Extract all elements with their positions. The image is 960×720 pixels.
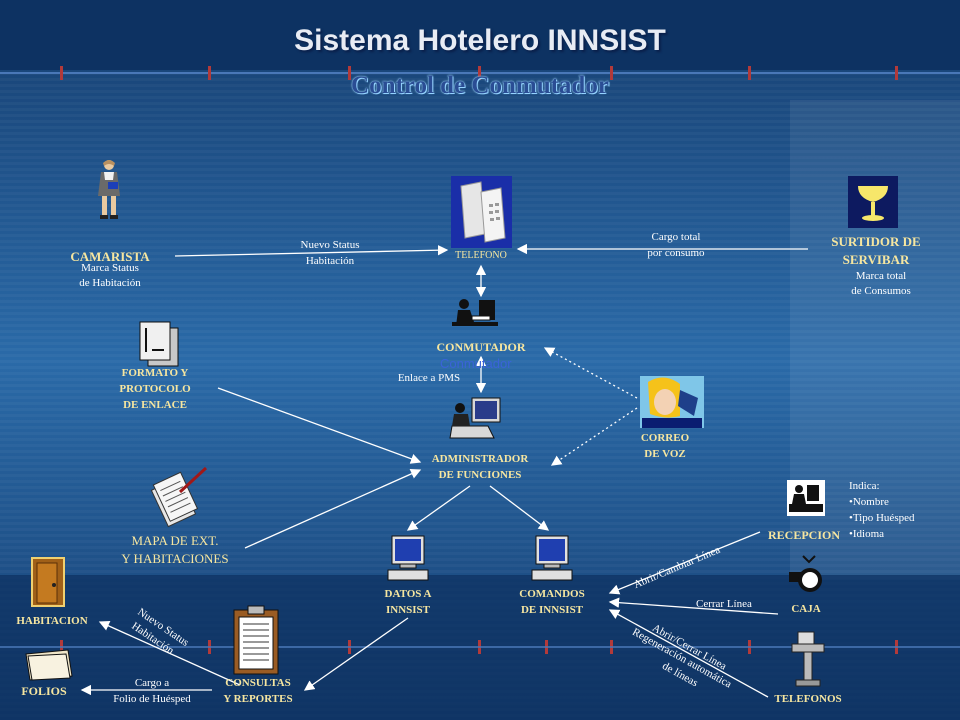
habitacion-label: HABITACION [16, 615, 88, 627]
woman-on-phone-icon [640, 376, 704, 428]
indica-item: •Tipo Huésped [849, 511, 915, 524]
indica-box: Indica: •Nombre •Tipo Huésped •Idioma [849, 479, 914, 543]
desk-phone-icon [791, 631, 825, 687]
formato-label-1: FORMATO Y [121, 367, 189, 379]
edge-label-nuevo-status-1: Nuevo Status [300, 239, 360, 251]
formato-label-3: DE ENLACE [123, 399, 187, 411]
telephone-icon [451, 176, 512, 248]
correo-label-2: DE VOZ [644, 448, 686, 460]
surtidor-label-2: SERVIBAR [842, 252, 910, 267]
consultas-label-2: Y REPORTES [223, 693, 293, 705]
comandos-label-1: COMANDOS [519, 588, 585, 600]
edge-label-cargo-total-2: por consumo [647, 247, 705, 259]
papers-pen-icon [150, 466, 208, 528]
edge-administrador-datos [406, 485, 471, 531]
administrador-label-1: ADMINISTRADOR [431, 453, 529, 465]
camarista-label: CAMARISTA [70, 249, 150, 264]
indica-item: •Idioma [849, 527, 885, 540]
recepcion-label: RECEPCION [767, 528, 840, 542]
caja-label: CAJA [791, 603, 821, 615]
surtidor-sub2: de Consumos [851, 285, 911, 297]
computer-icon [531, 535, 573, 581]
edge-label-cerrar-linea: Cerrar Línea [696, 598, 752, 610]
edge-datos-consultas [303, 617, 409, 691]
computer-user-icon [449, 397, 501, 439]
datos-label-2: INNSIST [385, 604, 431, 616]
mapa-label-1: MAPA DE EXT. [131, 533, 219, 548]
telefonos-label: TELEFONOS [774, 693, 842, 705]
edge-caja-comandos [608, 597, 779, 615]
conmutador-overlay-text: Conmutador [440, 356, 512, 371]
camarista-sub1: Marca Status [81, 262, 139, 274]
reception-desk-icon [787, 480, 825, 516]
clipboard-icon [233, 605, 279, 675]
surtidor-sub1: Marca total [855, 270, 907, 282]
indica-title: Indica: [849, 480, 880, 492]
edge-formato-administrador [217, 387, 422, 464]
correo-label-1: CORREO [640, 432, 690, 444]
telefono-label: TELEFONO [455, 250, 507, 261]
conmutador-label: CONMUTADOR [436, 340, 526, 354]
page-title: Sistema Hotelero INNSIST [294, 24, 666, 57]
edge-correo-administrador [550, 407, 638, 466]
documents-icon [139, 321, 179, 367]
edge-label-enlace-pms: Enlace a PMS [397, 372, 461, 384]
indica-item: •Nombre [849, 495, 889, 508]
computer-icon [387, 535, 429, 581]
edge-label-cargo-folio-2: Folio de Huésped [113, 693, 191, 705]
mapa-label-2: Y HABITACIONES [121, 551, 229, 566]
folder-icon [25, 649, 73, 681]
edge-label-nuevo-status-2: Habitación [305, 255, 355, 267]
edge-label-cargo-folio-1: Cargo a [134, 677, 170, 689]
door-icon [31, 557, 65, 607]
edge-administrador-comandos [489, 485, 550, 531]
consultas-label-1: CONSULTAS [225, 677, 291, 689]
edge-consultas-habitacion [98, 620, 241, 686]
folios-label: FOLIOS [21, 684, 67, 698]
page-subtitle: Control de Conmutador [351, 72, 609, 99]
cocktail-glass-icon [848, 176, 898, 228]
operator-icon [452, 299, 498, 326]
administrador-label-2: DE FUNCIONES [438, 469, 522, 481]
edge-camarista-telefono [174, 245, 449, 257]
edge-telefonos-comandos [608, 609, 769, 698]
edge-recepcion-comandos [608, 531, 761, 595]
edge-correo-conmutador [543, 347, 638, 399]
surtidor-label-1: SURTIDOR DE [831, 234, 921, 249]
cash-register-icon [789, 555, 822, 592]
edge-mapa-administrador [244, 468, 422, 549]
maid-icon [98, 160, 120, 219]
camarista-sub2: de Habitación [79, 277, 141, 289]
comandos-label-2: DE INNSIST [520, 604, 584, 616]
formato-label-2: PROTOCOLO [119, 383, 191, 395]
datos-label-1: DATOS A [384, 588, 432, 600]
edge-label-cargo-total-1: Cargo total [651, 231, 701, 243]
